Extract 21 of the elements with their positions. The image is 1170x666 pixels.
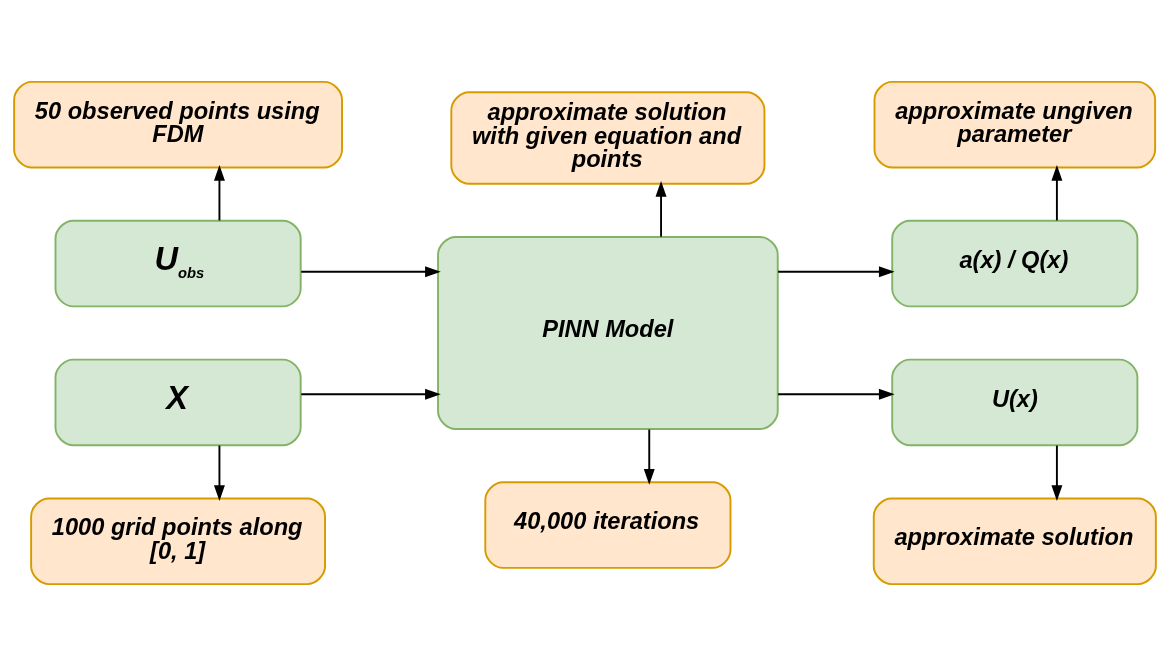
- node-box: approximate ungiven parameter: [873, 80, 1157, 169]
- node-box: approximate solution with given equation and points: [450, 91, 766, 185]
- arrow: [213, 444, 225, 502]
- arrow: [300, 266, 441, 278]
- arrow: [213, 164, 225, 222]
- arrow: [1051, 164, 1063, 222]
- node-box: PINN Model: [437, 236, 779, 430]
- arrow: [655, 180, 667, 238]
- node-box: a(x) / Q(x): [891, 219, 1139, 308]
- arrow: [777, 266, 895, 278]
- node-box: 50 observed points using FDM: [13, 80, 343, 169]
- node-box: U$_{obs}$: [54, 219, 302, 308]
- node-box: approximate solution: [872, 497, 1157, 586]
- node-box: X: [54, 358, 302, 447]
- node-box: U(x): [891, 358, 1139, 447]
- arrow: [643, 428, 655, 485]
- node-box: 40,000 iterations: [484, 481, 732, 569]
- arrow: [1051, 444, 1063, 502]
- arrow: [300, 388, 441, 400]
- arrow: [777, 388, 895, 400]
- node-box: 1000 grid points along [0, 1]: [30, 497, 326, 586]
